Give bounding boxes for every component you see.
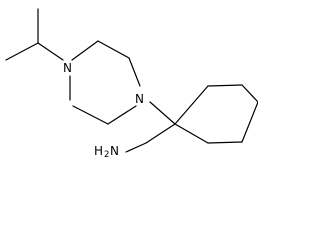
bond-isopropyl-to-n — [37, 42, 64, 61]
isopropyl-group — [5, 8, 64, 61]
atom-label-subscript-2: 2 — [104, 150, 109, 157]
bond-n-to-cyclohexane — [149, 101, 176, 125]
bond-cyclohexane-2 — [207, 84, 243, 87]
bond-piperazine-3 — [128, 57, 141, 87]
piperazine-ring — [69, 40, 141, 125]
atom-label-n-right: N — [135, 92, 144, 106]
bond-cyclohexane-6 — [174, 123, 209, 144]
bond-piperazine-2 — [97, 40, 130, 59]
bond-quaternary-to-ch2 — [145, 123, 176, 144]
bond-isopropyl-methyl-left — [5, 42, 39, 61]
bond-cyclohexane-4 — [241, 101, 258, 143]
atom-label-n-amine: N — [110, 144, 119, 157]
bond-piperazine-1 — [71, 40, 99, 61]
atom-label-nh2: H 2 N — [94, 144, 119, 157]
atom-label-h: H — [94, 144, 103, 157]
bond-cyclohexane-5 — [207, 141, 243, 144]
bond-ch2-to-nh2 — [125, 142, 147, 153]
bond-piperazine-5 — [72, 105, 109, 125]
bond-cyclohexane-1 — [174, 85, 209, 125]
aminomethyl-group — [125, 123, 176, 153]
cyclohexane-ring — [174, 84, 258, 144]
bond-cyclohexane-3 — [241, 84, 258, 103]
skeletal-formula: N N H 2 N — [5, 8, 258, 157]
atom-label-n-left: N — [63, 61, 72, 75]
bond-piperazine-4 — [107, 105, 137, 125]
